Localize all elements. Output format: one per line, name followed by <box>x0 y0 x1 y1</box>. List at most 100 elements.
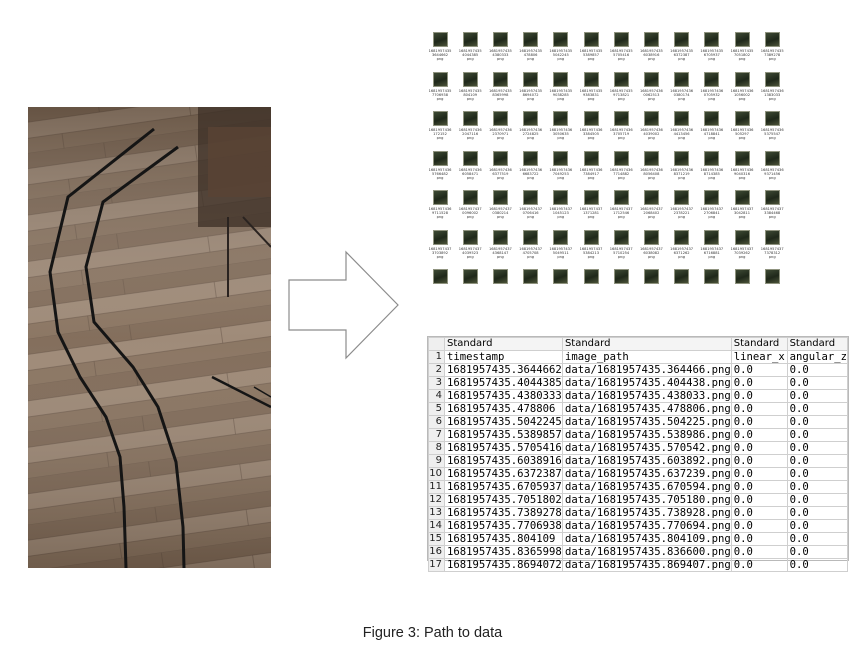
table-cell[interactable]: 1681957435.7389278 <box>443 506 563 520</box>
row-number[interactable]: 4 <box>428 389 445 403</box>
row-number[interactable]: 6 <box>428 415 445 429</box>
table-cell[interactable]: angular_z <box>786 350 849 364</box>
table-cell[interactable]: 0.0 <box>730 389 788 403</box>
table-cell[interactable]: 0.0 <box>730 454 788 468</box>
table-cell[interactable]: 0.0 <box>730 376 788 390</box>
table-cell[interactable]: 1681957435.6372387 <box>443 467 563 481</box>
table-cell[interactable]: data/1681957435.738928.png <box>561 506 732 520</box>
thumbnail-file[interactable] <box>758 269 786 294</box>
row-number[interactable]: 8 <box>428 441 445 455</box>
table-cell[interactable]: 0.0 <box>730 428 788 442</box>
column-type-header[interactable]: Standard <box>443 337 563 351</box>
table-cell[interactable]: 0.0 <box>786 558 849 572</box>
table-cell[interactable]: 1681957435.7051802 <box>443 493 563 507</box>
thumbnail-file[interactable] <box>728 269 756 294</box>
table-cell[interactable]: 0.0 <box>786 389 849 403</box>
table-cell[interactable]: 1681957435.6705937 <box>443 480 563 494</box>
table-cell[interactable]: 0.0 <box>730 558 788 572</box>
table-cell[interactable]: 1681957435.7706938 <box>443 519 563 533</box>
row-number[interactable]: 2 <box>428 363 445 377</box>
table-cell[interactable]: data/1681957435.637239.png <box>561 467 732 481</box>
table-cell[interactable]: 0.0 <box>730 467 788 481</box>
column-type-header[interactable]: Standard <box>730 337 788 351</box>
table-cell[interactable]: 1681957435.4044385 <box>443 376 563 390</box>
table-cell[interactable]: 0.0 <box>786 493 849 507</box>
table-cell[interactable]: 1681957435.5042245 <box>443 415 563 429</box>
table-cell[interactable]: linear_x <box>730 350 788 364</box>
thumbnail-file[interactable] <box>668 269 696 294</box>
table-cell[interactable]: 0.0 <box>786 376 849 390</box>
table-cell[interactable]: data/1681957435.836600.png <box>561 545 732 559</box>
table-cell[interactable]: 1681957435.4380333 <box>443 389 563 403</box>
table-cell[interactable]: 1681957435.478806 <box>443 402 563 416</box>
thumbnail-file[interactable] <box>486 269 514 294</box>
column-type-header[interactable]: Standard <box>561 337 732 351</box>
thumbnail-file[interactable] <box>426 269 454 294</box>
table-cell[interactable]: 0.0 <box>730 532 788 546</box>
table-cell[interactable]: 1681957435.6038916 <box>443 454 563 468</box>
thumbnail-file[interactable] <box>577 269 605 294</box>
table-cell[interactable]: 1681957435.5389857 <box>443 428 563 442</box>
table-cell[interactable]: 0.0 <box>786 415 849 429</box>
table-cell[interactable]: 0.0 <box>730 415 788 429</box>
table-cell[interactable]: 0.0 <box>730 402 788 416</box>
table-cell[interactable]: 0.0 <box>786 519 849 533</box>
table-cell[interactable]: timestamp <box>443 350 563 364</box>
table-cell[interactable]: data/1681957435.869407.png <box>561 558 732 572</box>
table-cell[interactable]: data/1681957435.770694.png <box>561 519 732 533</box>
table-cell[interactable]: 0.0 <box>786 532 849 546</box>
row-number[interactable]: 16 <box>428 545 445 559</box>
table-cell[interactable]: 0.0 <box>786 506 849 520</box>
row-number[interactable]: 11 <box>428 480 445 494</box>
table-cell[interactable]: 0.0 <box>786 480 849 494</box>
thumbnail-file[interactable] <box>637 269 665 294</box>
table-cell[interactable]: data/1681957435.538986.png <box>561 428 732 442</box>
table-cell[interactable]: 0.0 <box>786 428 849 442</box>
table-cell[interactable]: 0.0 <box>786 454 849 468</box>
table-cell[interactable]: 1681957435.3644662 <box>443 363 563 377</box>
column-type-header[interactable]: Standard <box>786 337 849 351</box>
table-cell[interactable]: 0.0 <box>786 402 849 416</box>
table-cell[interactable]: data/1681957435.404438.png <box>561 376 732 390</box>
table-cell[interactable]: data/1681957435.570542.png <box>561 441 732 455</box>
